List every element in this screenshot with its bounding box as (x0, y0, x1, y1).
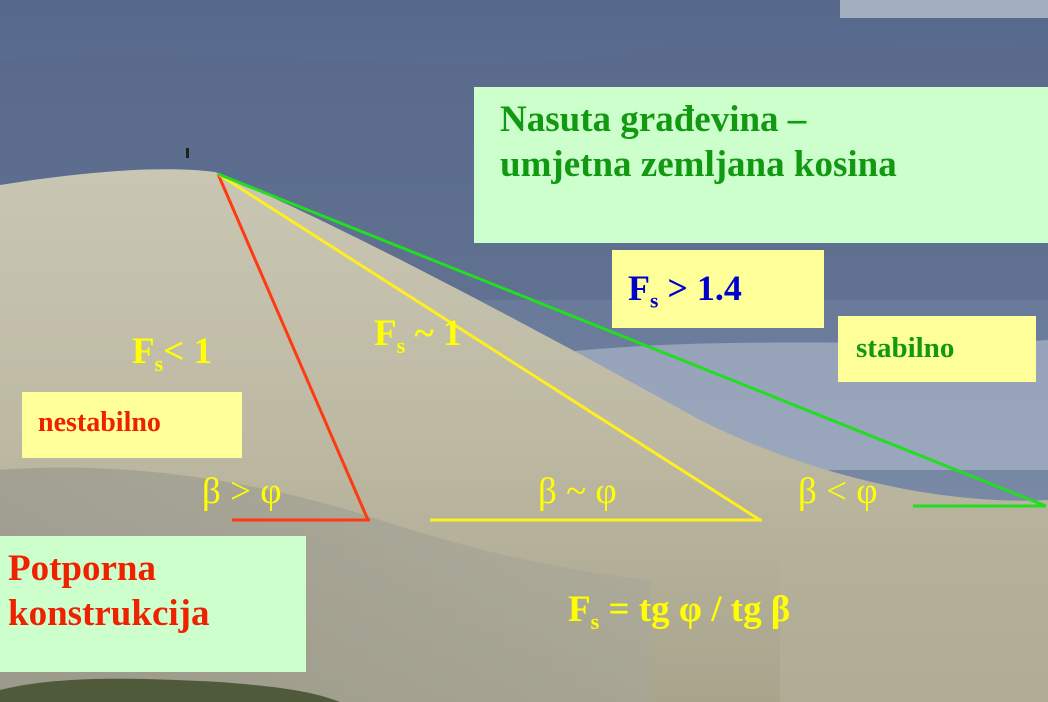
stable-box: stabilno (838, 316, 1036, 382)
medium-slope-line (217, 172, 761, 522)
formula-rest: = tg φ / tg β (599, 589, 791, 630)
unstable-box: nestabilno (22, 392, 242, 458)
shrubs (0, 678, 340, 702)
title-line-2: umjetna zemljana kosina (500, 143, 897, 185)
beta-gt-phi-label: β > φ (202, 471, 282, 512)
retaining-line-1: Potporna (8, 548, 156, 589)
person-figure (186, 148, 189, 158)
gentle-slope-line (217, 172, 1047, 508)
fs-subscript: s (590, 608, 600, 634)
fs-subscript: s (650, 288, 659, 313)
stable-label: stabilno (856, 332, 955, 364)
fs-subscript: s (396, 332, 406, 358)
title-line-1: Nasuta građevina – (500, 99, 807, 140)
fs-high-value: > 1.4 (658, 268, 742, 308)
beta-lt-phi-label: β < φ (798, 471, 878, 512)
fs-symbol: F (374, 313, 397, 354)
unstable-label: nestabilno (38, 407, 161, 438)
safety-factor-formula: Fs = tg φ / tg β (568, 588, 790, 635)
fs-symbol: F (132, 331, 155, 372)
fs-mid-label: Fs ~ 1 (374, 312, 462, 359)
fs-low-label: Fs< 1 (132, 330, 212, 377)
fs-high-box: Fs > 1.4 (612, 250, 824, 328)
fs-low-value: < 1 (163, 331, 213, 372)
title-box: Nasuta građevina – umjetna zemljana kosi… (474, 87, 1048, 243)
steep-slope-line (216, 173, 370, 521)
beta-sim-phi-label: β ~ φ (538, 471, 617, 512)
fs-symbol: F (628, 268, 650, 308)
fs-mid-value: ~ 1 (405, 313, 462, 354)
fs-subscript: s (154, 350, 164, 376)
foreground-dune (780, 536, 1048, 702)
fs-symbol: F (568, 589, 591, 630)
retaining-line-2: konstrukcija (8, 592, 210, 634)
retaining-structure-box: Potporna konstrukcija (0, 536, 306, 672)
corner-cloud (840, 0, 1048, 18)
